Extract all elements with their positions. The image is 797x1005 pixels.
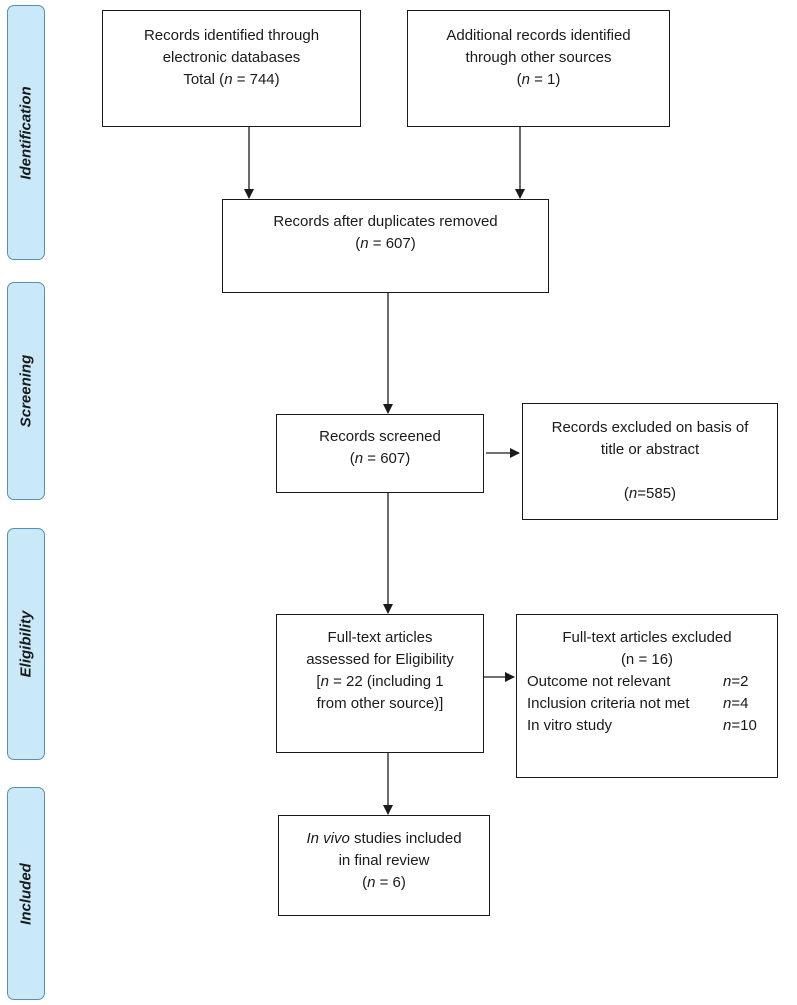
box-records-screened: Records screened (n = 607) bbox=[276, 414, 484, 493]
box-database-records: Records identified through electronic da… bbox=[102, 10, 361, 127]
phase-screening: Screening bbox=[7, 282, 45, 500]
exclusion-reason-row: In vitro study n=10 bbox=[527, 717, 757, 734]
exclusion-reason-row: Inclusion criteria not met n=4 bbox=[527, 695, 749, 712]
box-duplicates-removed: Records after duplicates removed (n = 60… bbox=[222, 199, 549, 293]
box-studies-included: In vivo studies included in final review… bbox=[278, 815, 490, 916]
exclusion-reason-row: Outcome not relevant n=2 bbox=[527, 673, 749, 690]
phase-eligibility: Eligibility bbox=[7, 528, 45, 760]
phase-identification: Identification bbox=[7, 5, 45, 260]
box-fulltext-excluded: Full-text articles excluded (n = 16) Out… bbox=[516, 614, 778, 778]
box-fulltext-assessed: Full-text articles assessed for Eligibil… bbox=[276, 614, 484, 753]
box-excluded-title-abstract: Records excluded on basis of title or ab… bbox=[522, 403, 778, 520]
phase-included: Included bbox=[7, 787, 45, 1000]
box-other-source-records: Additional records identified through ot… bbox=[407, 10, 670, 127]
